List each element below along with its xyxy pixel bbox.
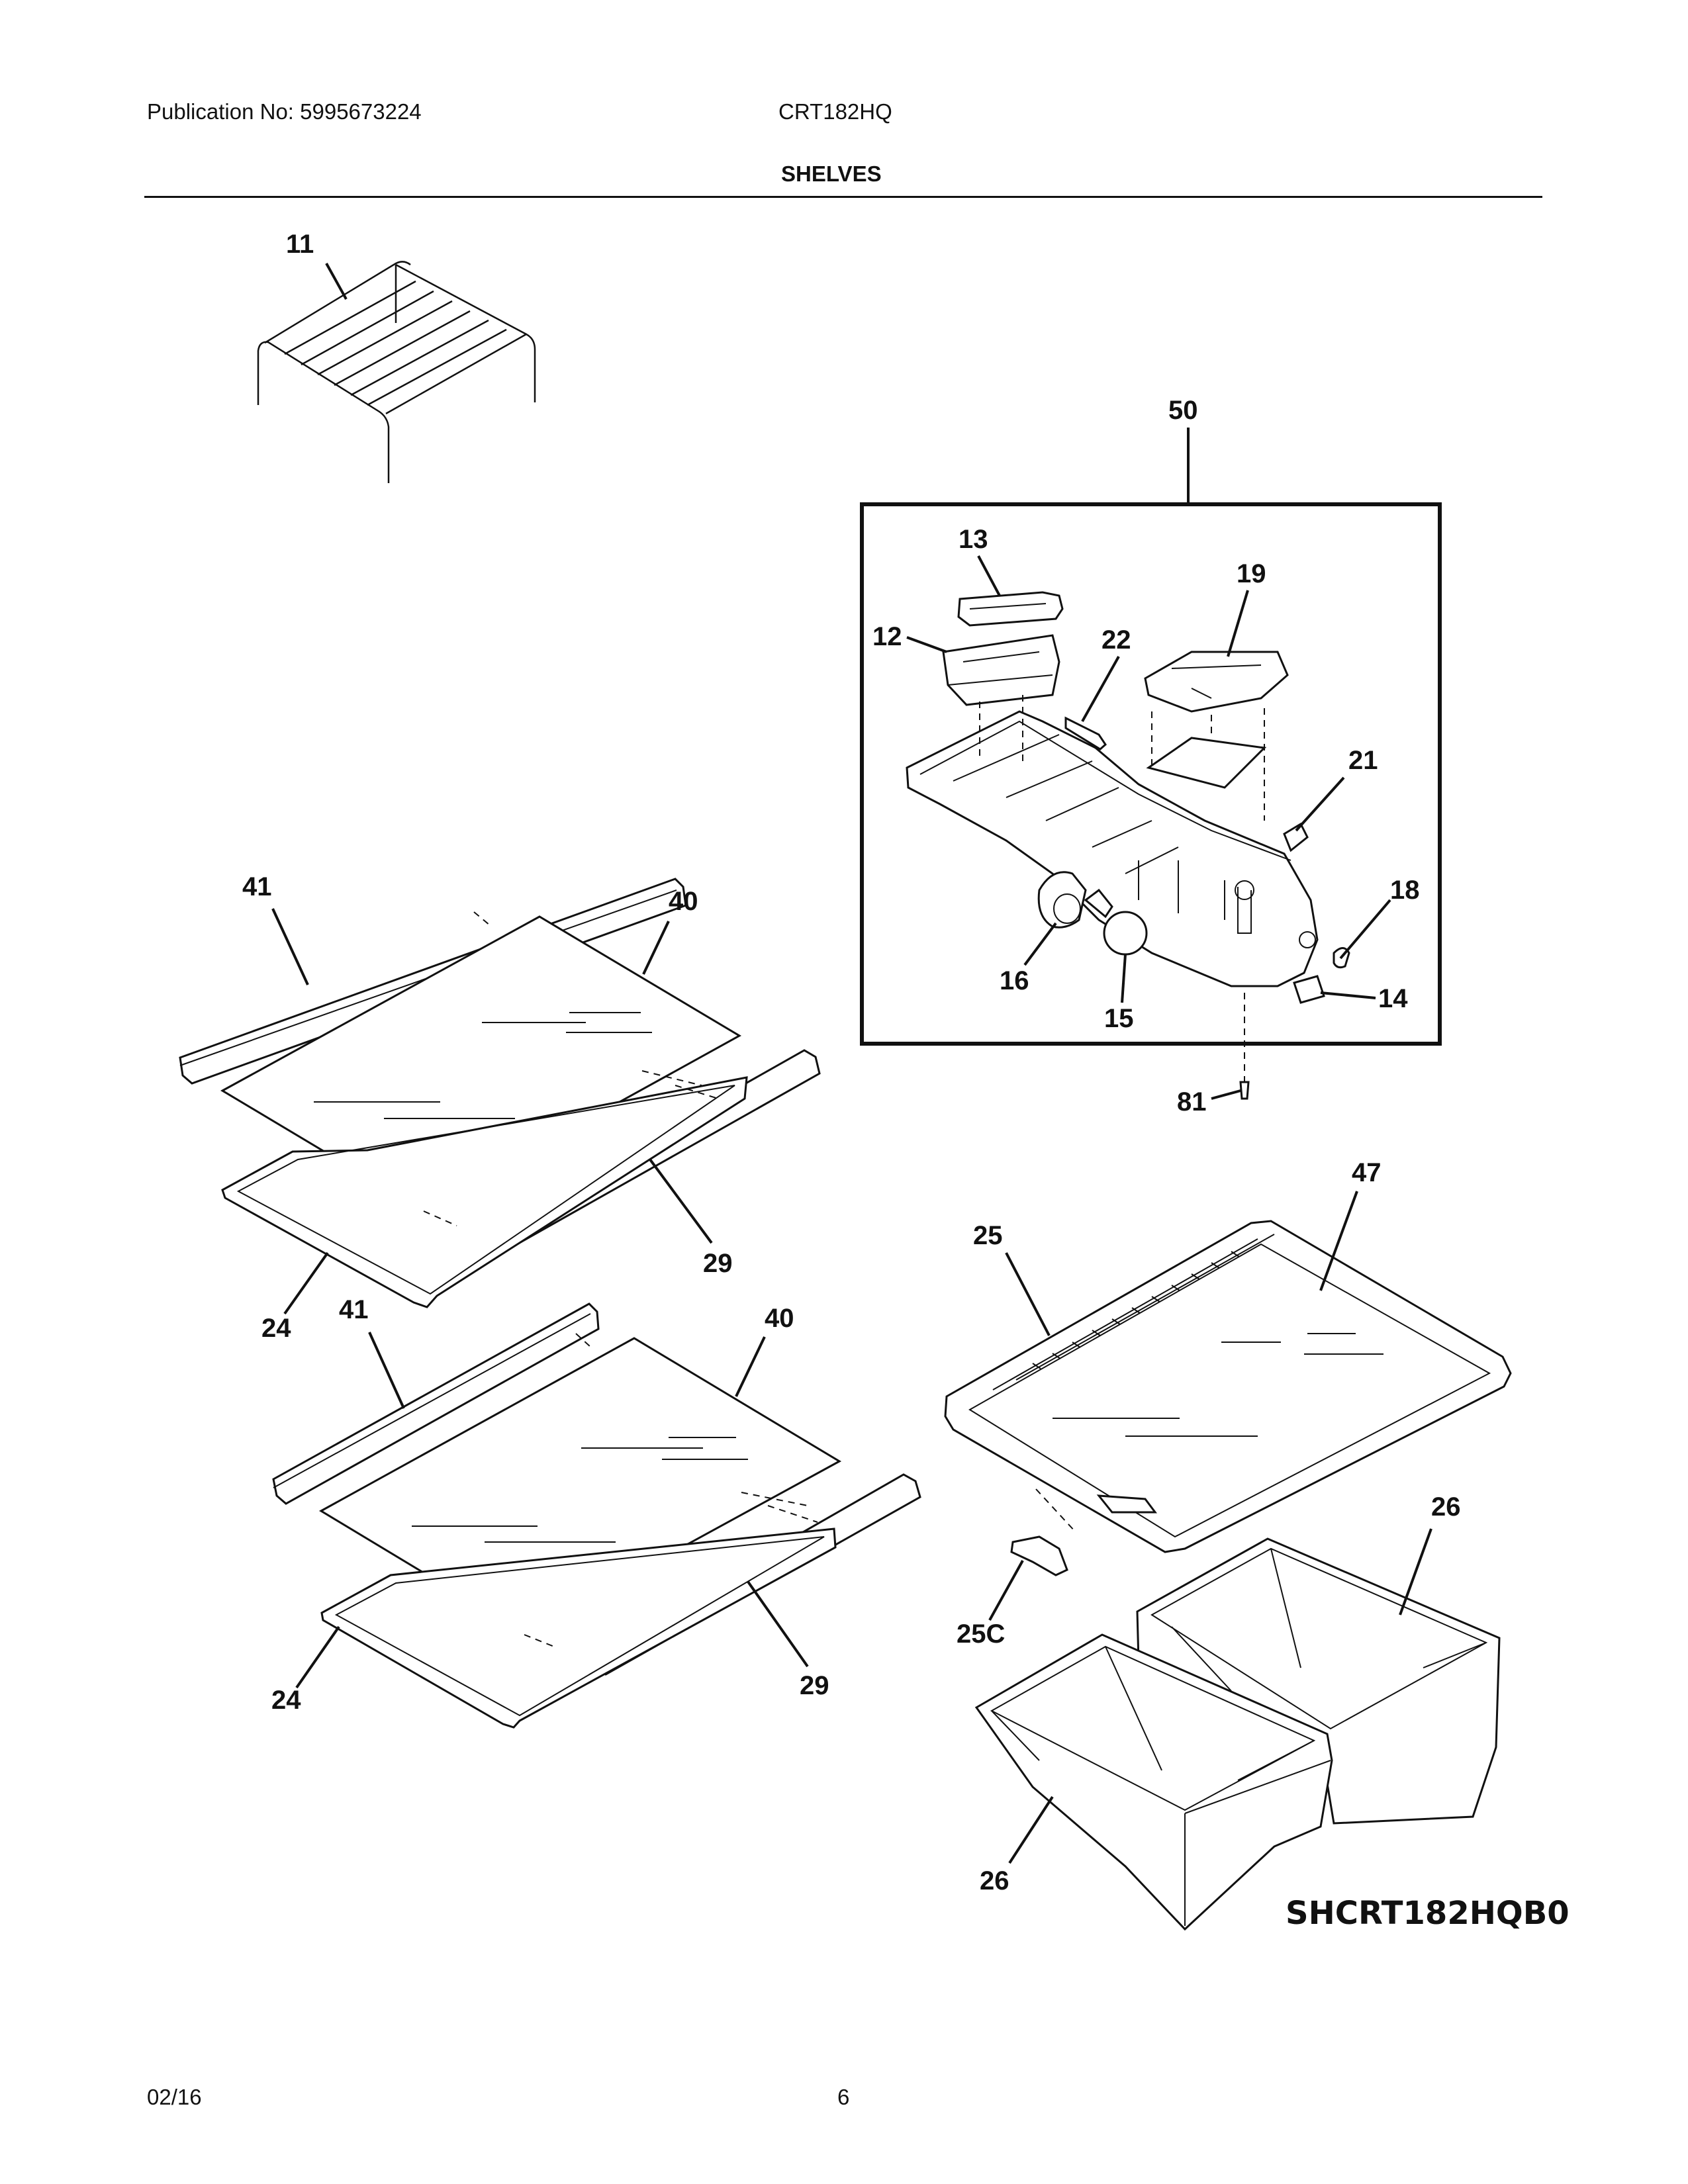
callout-16: 16	[1000, 966, 1029, 995]
callout-18: 18	[1390, 876, 1420, 905]
page-number: 6	[837, 2085, 850, 2109]
callout-81: 81	[1177, 1087, 1207, 1116]
callout-29b: 29	[800, 1671, 829, 1700]
callout-25c: 25C	[957, 1619, 1005, 1649]
header-divider	[144, 196, 1542, 198]
leader-15	[1121, 954, 1127, 1003]
footer-date: 02/16	[147, 2085, 202, 2109]
leader-24a	[283, 1251, 329, 1315]
callout-22: 22	[1102, 625, 1131, 655]
leader-24b	[295, 1625, 340, 1689]
callout-25: 25	[973, 1221, 1003, 1250]
callout-50: 50	[1168, 396, 1198, 425]
callout-26a: 26	[1431, 1492, 1461, 1522]
callout-11: 11	[286, 230, 314, 259]
leader-26b	[1008, 1796, 1054, 1864]
publication-number: Publication No: 5995673224	[147, 99, 422, 124]
leader-47	[1319, 1191, 1358, 1291]
diagram-image-code: SHCRT182HQB0	[1286, 1895, 1570, 1932]
callout-40b: 40	[765, 1304, 794, 1333]
crisper-drawers-part	[974, 1537, 1501, 1931]
leader-19	[1227, 590, 1249, 657]
light-assembly-frame	[860, 502, 1442, 1046]
callout-12: 12	[872, 622, 902, 651]
leader-25c	[988, 1560, 1024, 1621]
callout-24a: 24	[261, 1314, 291, 1343]
leader-14	[1320, 991, 1376, 999]
leader-41a	[271, 908, 309, 985]
callout-13: 13	[959, 525, 988, 554]
leader-40a	[642, 921, 670, 975]
callout-19: 19	[1237, 559, 1266, 588]
callout-41b: 41	[339, 1295, 369, 1324]
callout-15: 15	[1104, 1004, 1134, 1033]
model-number: CRT182HQ	[778, 99, 892, 124]
callout-21: 21	[1348, 746, 1378, 775]
upper-glass-shelf-parts	[179, 878, 821, 1308]
light-assembly-parts	[906, 591, 1350, 1100]
callout-41a: 41	[242, 872, 272, 901]
leader-22	[1081, 656, 1120, 722]
leader-26a	[1399, 1528, 1432, 1615]
callout-29a: 29	[703, 1249, 733, 1278]
crisper-cover-part	[944, 1220, 1512, 1576]
leader-29a	[649, 1158, 713, 1244]
leader-11	[325, 263, 348, 300]
callout-47: 47	[1352, 1158, 1382, 1187]
leader-12	[906, 636, 947, 653]
leader-21	[1295, 776, 1345, 832]
leader-16	[1023, 922, 1057, 966]
leader-81	[1211, 1089, 1241, 1100]
leader-18	[1339, 899, 1391, 960]
callout-14: 14	[1378, 984, 1408, 1013]
leader-40b	[735, 1336, 766, 1397]
callout-24b: 24	[271, 1686, 301, 1715]
lower-glass-shelf-parts	[272, 1302, 921, 1729]
leader-41b	[368, 1332, 405, 1409]
wire-shelf-part	[257, 261, 536, 483]
leader-25	[1005, 1252, 1051, 1336]
callout-40a: 40	[669, 887, 698, 916]
leader-29b	[747, 1580, 809, 1668]
section-title: SHELVES	[781, 161, 882, 186]
callout-26b: 26	[980, 1866, 1009, 1895]
leader-13	[977, 555, 1001, 596]
